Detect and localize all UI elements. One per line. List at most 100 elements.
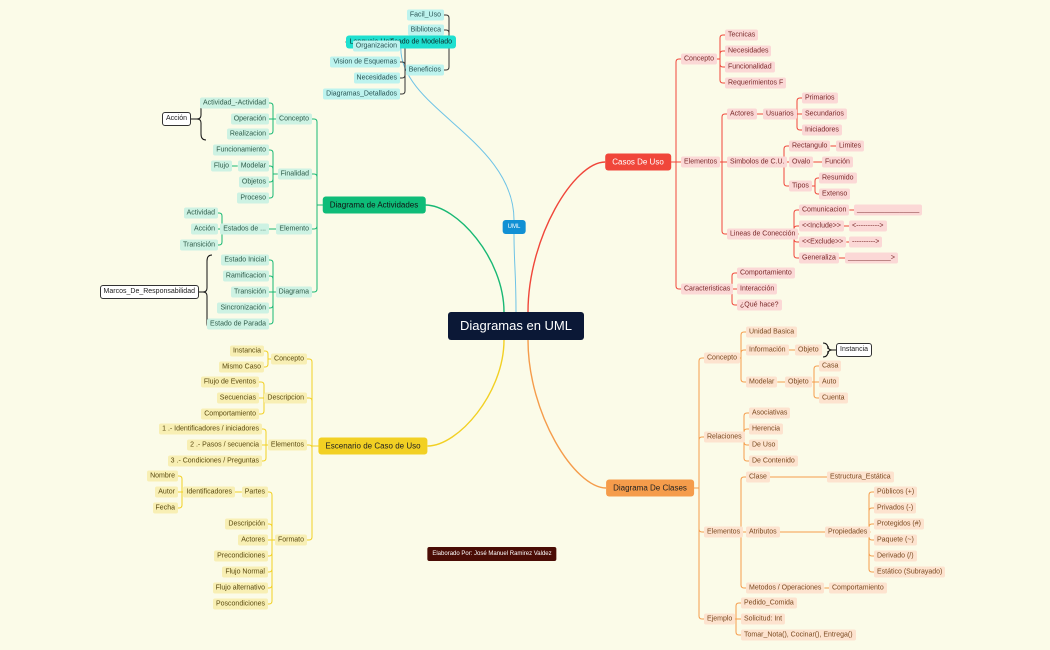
- secuencias-node[interactable]: Secuencias: [216, 392, 259, 404]
- autor-node[interactable]: Autor: [155, 486, 178, 498]
- cu-elementos-node[interactable]: Elementos: [681, 156, 721, 168]
- solicitud-node[interactable]: Solicitud: Int: [741, 613, 786, 625]
- cls-elementos-node[interactable]: Elementos: [704, 526, 744, 538]
- requerimientos-node[interactable]: Requerimientos F: [725, 77, 787, 89]
- realizacion-node[interactable]: Realizacion: [226, 128, 269, 140]
- relaciones-node[interactable]: Relaciones: [704, 431, 745, 443]
- diagrama-actividades-node[interactable]: Diagrama de Actividades: [322, 196, 426, 214]
- casa-node[interactable]: Casa: [819, 360, 842, 372]
- unidad-basica-node[interactable]: Unidad Basica: [746, 326, 798, 338]
- act-concepto-node[interactable]: Concepto: [276, 113, 312, 125]
- cls-comportamiento-node[interactable]: Comportamiento: [829, 582, 887, 594]
- include-node[interactable]: <<Include>>: [799, 220, 844, 232]
- facil-uso-node[interactable]: Facil_Uso: [406, 9, 444, 21]
- pasos-secuencia-node[interactable]: 2 .- Pasos / secuencia: [187, 439, 262, 451]
- cu-comportamiento-node[interactable]: Comportamiento: [737, 267, 795, 279]
- necesidades-node[interactable]: Necesidades: [353, 72, 400, 84]
- de-uso-node[interactable]: De Uso: [749, 439, 779, 451]
- comunicacion-line-node[interactable]: ________________: [854, 204, 923, 216]
- partes-node[interactable]: Partes: [241, 486, 268, 498]
- flujo-normal-node[interactable]: Flujo Normal: [222, 566, 268, 578]
- mismo-caso-node[interactable]: Mismo Caso: [219, 361, 264, 373]
- privados-node[interactable]: Privados (-): [874, 502, 917, 514]
- esc-concepto-node[interactable]: Concepto: [271, 353, 307, 365]
- author-credit[interactable]: Elaborado Por: José Manuel Ramirez Valde…: [427, 547, 557, 561]
- estado-parada-node[interactable]: Estado de Parada: [206, 318, 269, 330]
- herencia-node[interactable]: Herencia: [749, 423, 784, 435]
- que-hace-node[interactable]: ¿Qué hace?: [737, 299, 782, 311]
- esc-elementos-node[interactable]: Elementos: [267, 439, 307, 451]
- marcos-responsabilidad-box[interactable]: Marcos_De_Responsabilidad: [99, 285, 199, 299]
- auto-node[interactable]: Auto: [819, 376, 840, 388]
- instancia-box[interactable]: Instancia: [836, 343, 873, 357]
- ovalo-node[interactable]: Ovalo: [789, 156, 814, 168]
- cu-concepto-node[interactable]: Concepto: [681, 53, 717, 65]
- resumido-node[interactable]: Resumido: [819, 172, 857, 184]
- beneficios-node[interactable]: Beneficios: [405, 64, 444, 76]
- metodos-operaciones-node[interactable]: Metodos / Operaciones: [746, 582, 825, 594]
- funcionamiento-node[interactable]: Funcionamiento: [213, 144, 269, 156]
- estructura-estatica-node[interactable]: Estructura_Estática: [827, 471, 894, 483]
- paquete-node[interactable]: Paquete (~): [874, 534, 917, 546]
- pedido-comida-node[interactable]: Pedido_Comida: [741, 597, 797, 609]
- derivado-node[interactable]: Derivado (/): [874, 550, 917, 562]
- descripcion-node[interactable]: Descripción: [225, 518, 268, 530]
- nombre-node[interactable]: Nombre: [147, 470, 178, 482]
- sincronizacion-node[interactable]: Sincronización: [217, 302, 269, 314]
- lineas-conexion-node[interactable]: Lineas de Conección: [727, 228, 799, 240]
- condiciones-preguntas-node[interactable]: 3 .- Condiciones / Preguntas: [167, 455, 262, 467]
- actividad-node[interactable]: Actividad: [183, 207, 218, 219]
- tomar-nota-node[interactable]: Tomar_Nota(), Cocinar(), Entrega(): [741, 629, 856, 641]
- tipos-node[interactable]: Tipos: [789, 180, 812, 192]
- ejemplo-node[interactable]: Ejemplo: [704, 613, 736, 625]
- exclude-line-node[interactable]: ---------->: [849, 236, 883, 248]
- cu-actores-node[interactable]: Actores: [727, 108, 757, 120]
- proceso-node[interactable]: Proceso: [237, 192, 269, 204]
- estados-node[interactable]: Estados de ...: [220, 223, 269, 235]
- extenso-node[interactable]: Extenso: [819, 188, 851, 200]
- transicion-node[interactable]: Transición: [179, 239, 218, 251]
- clase-node[interactable]: Clase: [746, 471, 770, 483]
- objetos-node[interactable]: Objetos: [238, 176, 269, 188]
- include-line-node[interactable]: <---------->: [849, 220, 887, 232]
- operacion-node[interactable]: Operación: [230, 113, 269, 125]
- asociativas-node[interactable]: Asociativas: [749, 407, 791, 419]
- finalidad-node[interactable]: Finalidad: [277, 168, 312, 180]
- formato-node[interactable]: Formato: [274, 534, 307, 546]
- precondiciones-node[interactable]: Precondiciones: [214, 550, 268, 562]
- identificadores-node[interactable]: Identificadores: [183, 486, 235, 498]
- de-contenido-node[interactable]: De Contenido: [749, 455, 798, 467]
- cls-concepto-node[interactable]: Concepto: [704, 352, 740, 364]
- modelar-node[interactable]: Modelar: [746, 376, 778, 388]
- primarios-node[interactable]: Primarios: [802, 92, 838, 104]
- identificadores-iniciadores-node[interactable]: 1 .- Identificadores / iniciadores: [159, 423, 262, 435]
- tecnicas-node[interactable]: Tecnicas: [725, 29, 759, 41]
- diagramas-detallados-node[interactable]: Diagramas_Detallados: [323, 88, 400, 100]
- accion-box[interactable]: Acción: [161, 112, 191, 126]
- biblioteca-node[interactable]: Biblioteca: [407, 24, 444, 36]
- exclude-node[interactable]: <<Exclude>>: [799, 236, 847, 248]
- cu-necesidades-node[interactable]: Necesidades: [725, 45, 772, 57]
- estatico-node[interactable]: Estático (Subrayado): [874, 566, 946, 578]
- funcionalidad-node[interactable]: Funcionalidad: [725, 61, 775, 73]
- poscondiciones-node[interactable]: Poscondiciones: [212, 598, 268, 610]
- act-diagrama-node[interactable]: Diagrama: [275, 286, 312, 298]
- esc-descripcion-node[interactable]: Descripcion: [264, 392, 307, 404]
- flujo-eventos-node[interactable]: Flujo de Eventos: [200, 376, 259, 388]
- transicion-diagrama-node[interactable]: Transición: [230, 286, 269, 298]
- atributos-node[interactable]: Atributos: [746, 526, 780, 538]
- casos-de-uso-node[interactable]: Casos De Uso: [605, 153, 671, 171]
- accion-node[interactable]: Acción: [190, 223, 218, 235]
- modelar-node[interactable]: Modelar: [237, 160, 269, 172]
- limites-node[interactable]: Limites: [836, 140, 865, 152]
- actividad-actividad-node[interactable]: Actividad_-Actividad: [199, 97, 269, 109]
- estado-inicial-node[interactable]: Estado Inicial: [221, 254, 269, 266]
- generaliza-node[interactable]: Generaliza: [799, 252, 839, 264]
- caracteristicas-node[interactable]: Caracteristicas: [681, 283, 734, 295]
- comportamiento-node[interactable]: Comportamiento: [201, 408, 259, 420]
- objeto-modelar-node[interactable]: Objeto: [785, 376, 812, 388]
- secundarios-node[interactable]: Secundarios: [802, 108, 847, 120]
- escenario-caso-uso-node[interactable]: Escenario de Caso de Uso: [318, 437, 428, 455]
- rectangulo-node[interactable]: Rectangulo: [789, 140, 831, 152]
- cuenta-node[interactable]: Cuenta: [819, 392, 848, 404]
